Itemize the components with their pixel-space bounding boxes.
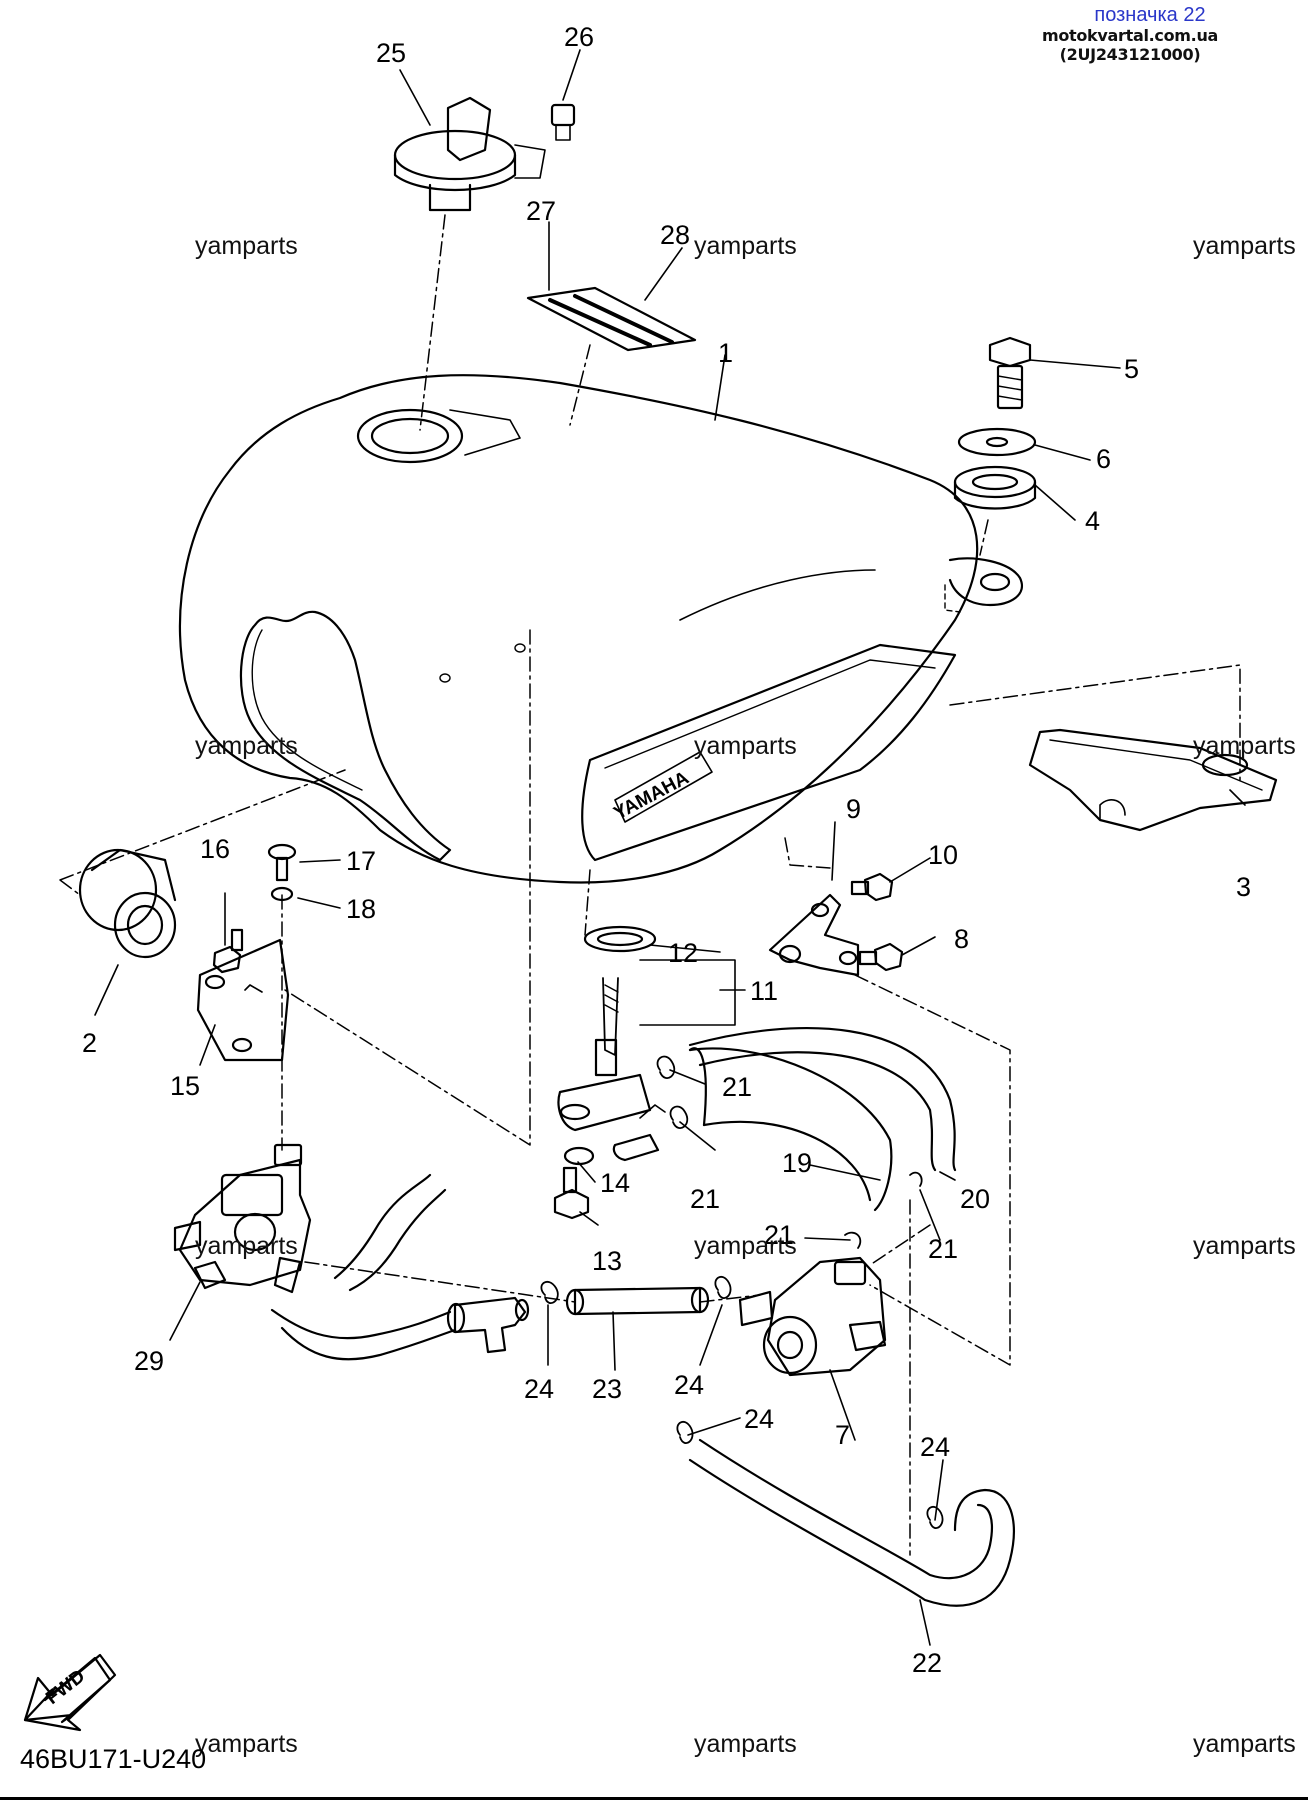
callout-24d: 24 [920, 1432, 950, 1462]
callout-1: 1 [718, 338, 733, 368]
callout-28: 28 [660, 220, 690, 250]
callout-15: 15 [170, 1071, 200, 1101]
callout-8: 8 [954, 924, 969, 954]
stay-bracket-part [768, 893, 860, 977]
washer-part [957, 427, 1037, 457]
damper-part [953, 465, 1037, 510]
watermark-text: yamparts [694, 732, 797, 760]
callout-13: 13 [592, 1246, 622, 1276]
callout-19: 19 [782, 1148, 812, 1178]
callout-24a: 24 [524, 1374, 554, 1404]
watermark-text: yamparts [1193, 1232, 1296, 1260]
pump-bracket-part [196, 938, 290, 1062]
stay-bolt-lower-part [858, 942, 904, 972]
callout-11: 11 [750, 976, 778, 1006]
watermark-text: yamparts [195, 732, 298, 760]
assembly-lines [59, 214, 1241, 1556]
callout-2: 2 [82, 1028, 97, 1058]
hose-clamp-part [540, 1275, 944, 1529]
callout-24b: 24 [674, 1370, 704, 1400]
fuel-hose-part [688, 1047, 893, 1212]
callout-21b: 21 [690, 1184, 720, 1214]
callout-7: 7 [835, 1420, 850, 1450]
fuel-tank-part [178, 374, 1023, 884]
callout-5: 5 [1124, 354, 1139, 384]
callout-25: 25 [376, 38, 406, 68]
watermark-text: yamparts [1193, 732, 1296, 760]
callout-3: 3 [1236, 872, 1251, 902]
leader-lines [94, 49, 1246, 1646]
feed-hose-left-part [270, 1173, 457, 1361]
forward-arrow-icon [23, 1653, 117, 1732]
tank-emblem [614, 751, 713, 823]
fuel-cock-part [557, 925, 666, 1162]
header-source: motokvartal.com.ua (2UJ243121000) [1041, 26, 1219, 64]
screw-part [267, 843, 297, 882]
watermark-text: yamparts [1193, 232, 1296, 260]
watermark-text: yamparts [195, 1730, 298, 1758]
callout-27: 27 [526, 196, 556, 226]
decal-part [526, 286, 697, 352]
vent-hose-part [688, 1027, 957, 1172]
callout-17: 17 [346, 846, 376, 876]
diagram-code: 46BU171-U240 [20, 1744, 207, 1774]
watermark-text: yamparts [195, 1232, 298, 1260]
bottom-border [0, 1797, 1308, 1800]
callout-21a: 21 [722, 1072, 752, 1102]
callout-6: 6 [1096, 444, 1111, 474]
rear-bracket-part [1028, 728, 1278, 832]
filler-cap-part [393, 96, 546, 212]
watermark-text: yamparts [1193, 1730, 1296, 1758]
callout-9: 9 [846, 794, 861, 824]
stay-bolt-upper-part [850, 872, 894, 902]
small-bolt-part [212, 928, 244, 974]
callout-12: 12 [668, 938, 698, 968]
watermark-text: yamparts [694, 1232, 797, 1260]
cock-bolt-part [553, 1166, 590, 1220]
return-hose-part [688, 1438, 1015, 1607]
callout-4: 4 [1085, 506, 1100, 536]
callout-16: 16 [200, 834, 230, 864]
watermark-text: yamparts [195, 232, 298, 260]
hose-clip-part [656, 1055, 923, 1249]
callout-18: 18 [346, 894, 376, 924]
callout-26: 26 [564, 22, 594, 52]
t-joint-part [446, 1296, 530, 1354]
fwd-label: FWD [42, 1666, 89, 1709]
callout-21c: 21 [764, 1220, 794, 1250]
header-title: позначка 22 [1094, 4, 1206, 26]
fuel-pipe-part [565, 1286, 710, 1316]
callout-21d: 21 [928, 1234, 958, 1264]
cap-bolt-part [550, 103, 576, 141]
rear-bolt-part [988, 336, 1032, 410]
callout-29: 29 [134, 1346, 164, 1376]
callout-23: 23 [592, 1374, 622, 1404]
watermark-text: yamparts [694, 1730, 797, 1758]
callout-14: 14 [600, 1168, 630, 1198]
fuel-pump-right-part [738, 1256, 887, 1377]
callout-numbers: 1 2 3 4 5 6 7 8 9 10 11 12 13 14 15 16 1… [82, 22, 1251, 1678]
callout-10: 10 [928, 840, 958, 870]
sealing-washer-part [563, 1146, 595, 1166]
callout-22: 22 [912, 1648, 942, 1678]
fuel-pump-left-part [173, 1143, 312, 1294]
grommet-part [78, 848, 177, 959]
callout-24c: 24 [744, 1404, 774, 1434]
callout-20: 20 [960, 1184, 990, 1214]
watermark-text: yamparts [694, 232, 797, 260]
